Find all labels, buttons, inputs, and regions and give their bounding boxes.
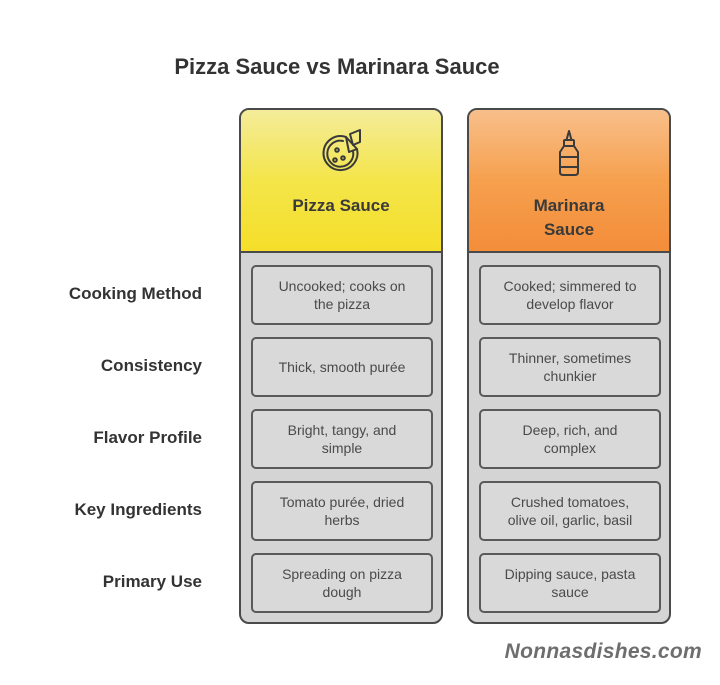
marinara-flavor-profile-cell: Deep, rich, and complex xyxy=(479,409,661,469)
page-title: Pizza Sauce vs Marinara Sauce xyxy=(0,50,720,84)
row-label-primary-use: Primary Use xyxy=(102,572,202,591)
pizza-icon xyxy=(322,129,361,172)
marinara-key-ingredients-cell: Crushed tomatoes, olive oil, garlic, bas… xyxy=(479,481,661,541)
marinara-title-line1: Marinara xyxy=(533,196,605,215)
marinara-cooking-method-cell: Cooked; simmered to develop flavor xyxy=(479,265,661,325)
watermark: Nonnasdishes.com xyxy=(504,640,702,663)
pizza-cooking-method-cell: Uncooked; cooks on the pizza xyxy=(251,265,433,325)
row-label-key-ingredients: Key Ingredients xyxy=(74,500,202,519)
marinara-sauce-header: Marinara Sauce xyxy=(469,110,669,253)
pizza-sauce-title: Pizza Sauce xyxy=(292,196,390,215)
marinara-sauce-column: Marinara Sauce Cooked; simmered to devel… xyxy=(467,108,671,624)
marinara-sauce-title: Marinara Sauce xyxy=(469,194,669,242)
pizza-primary-use-cell: Spreading on pizza dough xyxy=(251,553,433,613)
marinara-primary-use-cell: Dipping sauce, pasta sauce xyxy=(479,553,661,613)
page-title-text: Pizza Sauce vs Marinara Sauce xyxy=(174,54,500,79)
row-label-cooking-method: Cooking Method xyxy=(68,284,202,303)
row-label-consistency: Consistency xyxy=(100,356,202,375)
pizza-consistency-cell: Thick, smooth purée xyxy=(251,337,433,397)
marinara-title-line2: Sauce xyxy=(543,220,595,239)
pizza-key-ingredients-cell: Tomato purée, dried herbs xyxy=(251,481,433,541)
marinara-consistency-cell: Thinner, sometimes chunkier xyxy=(479,337,661,397)
sauce-bottle-icon xyxy=(559,130,579,176)
pizza-sauce-header: Pizza Sauce xyxy=(241,110,441,253)
pizza-flavor-profile-cell: Bright, tangy, and simple xyxy=(251,409,433,469)
pizza-sauce-column: Pizza Sauce Uncooked; cooks on the pizza… xyxy=(239,108,443,624)
row-label-flavor-profile: Flavor Profile xyxy=(93,428,202,447)
